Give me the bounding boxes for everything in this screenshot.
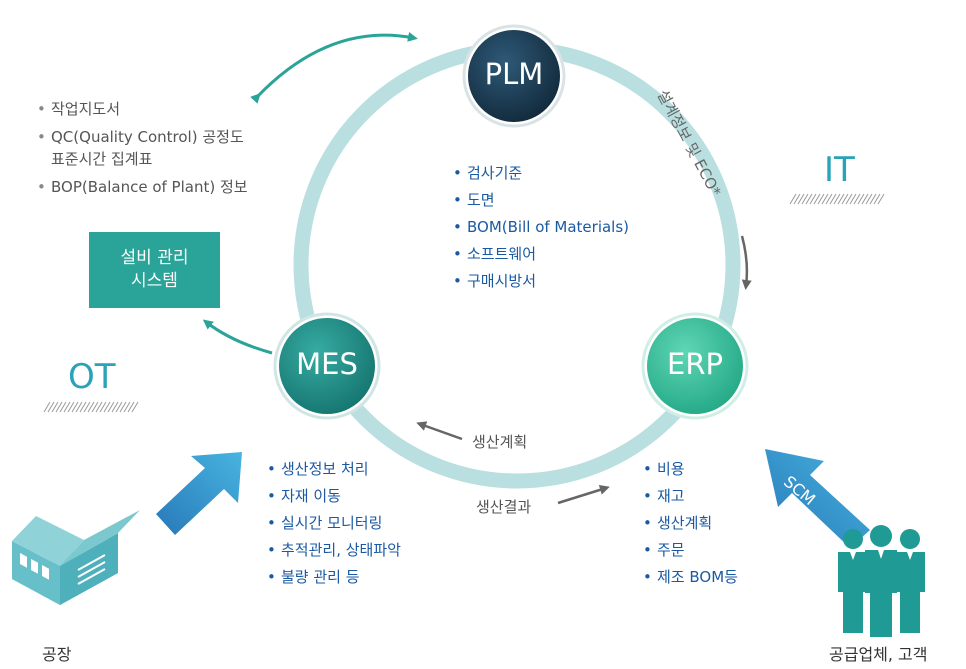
list-item: 제조 BOM등 xyxy=(643,564,738,591)
plm-info-list: 검사기준 도면 BOM(Bill of Materials) 소프트웨어 구매시… xyxy=(453,160,629,295)
suppliers-caption: 공급업체, 고객 xyxy=(829,645,928,664)
list-item: 도면 xyxy=(453,187,629,214)
list-item: 재고 xyxy=(643,483,738,510)
erp-info-list: 비용 재고 생산계획 주문 제조 BOM등 xyxy=(643,456,738,591)
mes-label: MES xyxy=(296,347,358,381)
list-item: 비용 xyxy=(643,456,738,483)
list-item: 검사기준 xyxy=(453,160,629,187)
plm-exchange-arrow xyxy=(250,31,418,104)
design-eco-arrow xyxy=(740,235,752,290)
list-item: 생산정보 처리 xyxy=(267,456,401,483)
it-hatch xyxy=(789,193,885,205)
production-result-label: 생산결과 xyxy=(476,498,532,516)
erp-label: ERP xyxy=(667,347,723,381)
people-icon xyxy=(838,525,925,637)
production-plan-arrow xyxy=(416,421,463,441)
list-item: 구매시방서 xyxy=(453,268,629,295)
list-item: 불량 관리 등 xyxy=(267,564,401,591)
equipment-box-line2: 시스템 xyxy=(131,271,178,291)
erp-node[interactable] xyxy=(641,312,749,420)
list-item: 추적관리, 상태파악 xyxy=(267,537,401,564)
list-item: BOM(Bill of Materials) xyxy=(453,214,629,241)
list-item: 소프트웨어 xyxy=(453,241,629,268)
mes-node[interactable] xyxy=(273,312,381,420)
scm-arrow xyxy=(765,449,870,548)
ot-hatch xyxy=(43,401,139,413)
list-item: 자재 이동 xyxy=(267,483,401,510)
mes-info-list: 생산정보 처리 자재 이동 실시간 모니터링 추적관리, 상태파악 불량 관리 … xyxy=(267,456,401,591)
equipment-box-line1: 설비 관리 xyxy=(120,248,189,268)
plm-label: PLM xyxy=(484,57,544,91)
mes-to-equipment-arrow xyxy=(202,319,273,355)
plm-node[interactable] xyxy=(462,24,566,128)
ot-zone-label: OT xyxy=(68,357,116,397)
list-item: QC(Quality Control) 공정도 xyxy=(37,126,248,148)
production-plan-label: 생산계획 xyxy=(472,433,528,451)
plm-output-list: 작업지도서 QC(Quality Control) 공정도 표준시간 집계표 B… xyxy=(37,98,248,198)
factory-input-arrow xyxy=(156,452,242,535)
factory-icon xyxy=(12,510,140,605)
equipment-management-box[interactable]: 설비 관리 시스템 xyxy=(89,232,220,308)
list-item: 생산계획 xyxy=(643,510,738,537)
list-item: 실시간 모니터링 xyxy=(267,510,401,537)
production-result-arrow xyxy=(557,485,610,505)
factory-caption: 공장 xyxy=(42,645,72,664)
list-item: 주문 xyxy=(643,537,738,564)
it-zone-label: IT xyxy=(824,150,855,190)
list-item: BOP(Balance of Plant) 정보 xyxy=(37,176,248,198)
list-item-continuation: 표준시간 집계표 xyxy=(51,150,153,168)
list-item: 작업지도서 xyxy=(37,98,248,120)
